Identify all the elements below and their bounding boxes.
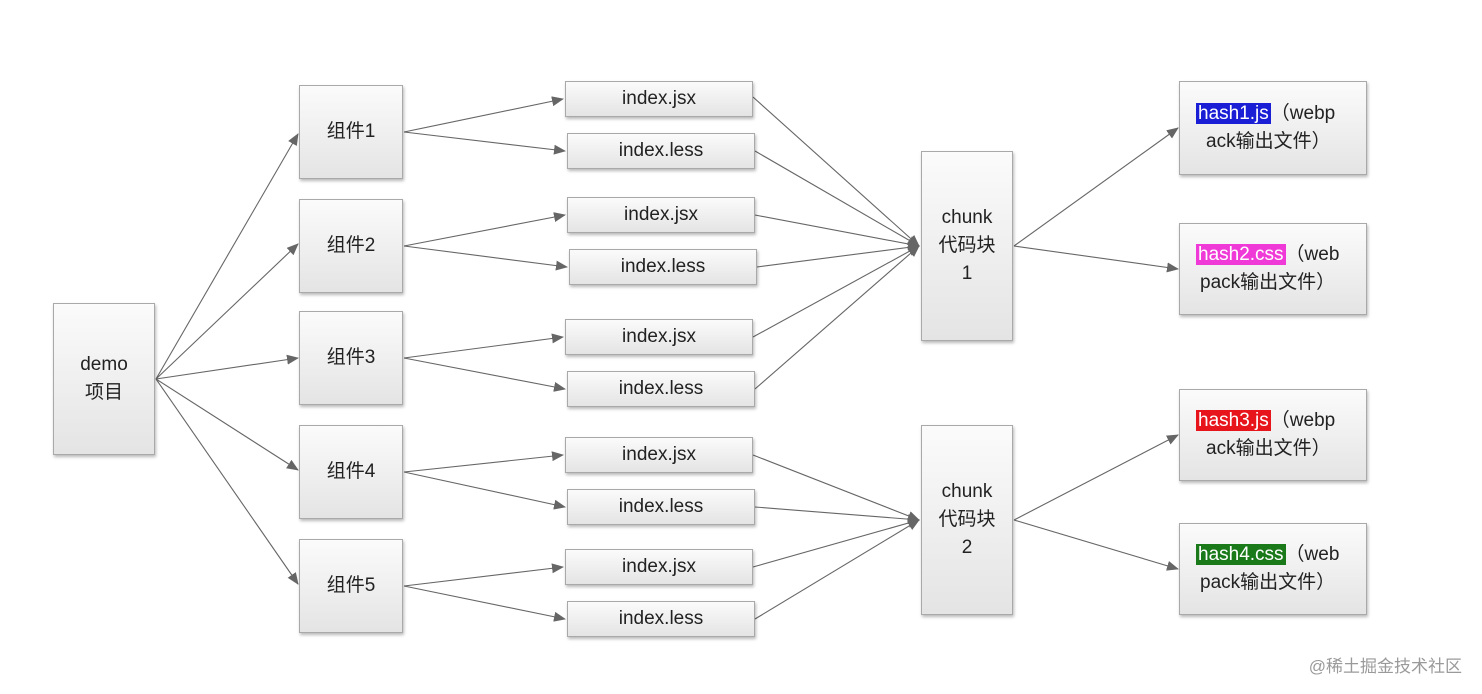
chunk-node-2: chunk 代码块 2 [921,425,1013,615]
arrow-chunk-1-to-hash1-js [1013,127,1179,247]
arrow-root-to-component-5 [155,378,299,585]
arrow-component-to-less [403,471,566,510]
output-desc-line2: ack输出文件） [1206,438,1331,459]
file-label: index.jsx [624,204,698,225]
component-label: 组件4 [326,461,376,482]
file-label: index.less [618,496,704,517]
arrow-file-to-chunk-1 [756,242,920,268]
output-desc-line1: （web [1285,244,1340,265]
chunk-label-line3: 2 [961,537,973,558]
file-label: index.jsx [622,88,696,109]
arrow-file-to-chunk-1 [754,214,920,249]
output-file-name: hash2.css [1196,244,1286,265]
file-node-less: index.less [569,249,757,285]
output-file-name: hash1.js [1196,103,1271,124]
component-label: 组件2 [326,235,376,256]
arrow-component-to-jsx [403,333,564,359]
file-label: index.jsx [622,326,696,347]
output-node-hash2-css: hash2.css（web pack输出文件） [1179,223,1367,315]
arrow-root-to-component-1 [155,133,299,380]
arrow-chunk-2-to-hash4-css [1013,519,1179,571]
file-node-jsx: index.jsx [567,197,755,233]
chunk-label-line2: 代码块 [938,509,996,530]
arrow-component-to-less [403,357,566,392]
output-file-name: hash3.js [1196,410,1271,431]
file-label: index.less [618,608,704,629]
arrow-component-to-jsx [403,96,564,133]
arrow-file-to-chunk-1 [752,245,920,338]
arrow-component-to-less [403,245,568,271]
file-label: index.less [620,256,706,277]
file-node-jsx: index.jsx [565,81,753,117]
output-desc-line2: ack输出文件） [1206,131,1331,152]
watermark-text: @稀土掘金技术社区 [1308,657,1462,676]
arrow-component-to-jsx [403,212,566,247]
component-label: 组件5 [326,575,376,596]
arrow-file-to-chunk-2 [752,454,920,521]
file-node-less: index.less [567,601,755,637]
arrow-root-to-component-2 [155,243,299,380]
file-node-jsx: index.jsx [565,319,753,355]
arrow-component-to-less [403,131,566,155]
file-node-jsx: index.jsx [565,437,753,473]
file-label: index.less [618,140,704,161]
arrow-root-to-component-4 [155,378,299,471]
component-node-1: 组件1 [299,85,403,179]
arrow-file-to-chunk-1 [754,150,920,247]
arrow-component-to-jsx [403,563,564,587]
arrow-file-to-chunk-1 [754,245,920,390]
file-node-less: index.less [567,133,755,169]
file-label: index.jsx [622,444,696,465]
component-node-2: 组件2 [299,199,403,293]
file-label: index.less [618,378,704,399]
output-desc-line1: （webp [1270,410,1336,431]
output-desc-line1: （webp [1270,103,1336,124]
file-node-less: index.less [567,371,755,407]
arrow-chunk-2-to-hash3-js [1013,434,1179,521]
output-desc-line2: pack输出文件） [1200,272,1336,293]
root-node-demo-project: demo 项目 [53,303,155,455]
arrow-file-to-chunk-1 [752,96,920,247]
component-node-4: 组件4 [299,425,403,519]
chunk-label-line1: chunk [941,481,993,502]
file-node-jsx: index.jsx [565,549,753,585]
chunk-label-line1: chunk [941,207,993,228]
chunk-node-1: chunk 代码块 1 [921,151,1013,341]
component-node-5: 组件5 [299,539,403,633]
chunk-label-line2: 代码块 [938,235,996,256]
output-file-name: hash4.css [1196,544,1286,565]
output-desc-line2: pack输出文件） [1200,572,1336,593]
component-label: 组件1 [326,121,376,142]
arrow-component-to-jsx [403,451,564,473]
component-label: 组件3 [326,347,376,368]
root-label-line1: demo [80,354,128,375]
chunk-label-line3: 1 [961,263,973,284]
file-label: index.jsx [622,556,696,577]
arrow-file-to-chunk-2 [754,506,920,525]
component-node-3: 组件3 [299,311,403,405]
arrow-chunk-1-to-hash2-css [1013,245,1179,273]
file-node-less: index.less [567,489,755,525]
arrow-component-to-less [403,585,566,622]
output-desc-line1: （web [1285,544,1340,565]
output-node-hash3-js: hash3.js（webp ack输出文件） [1179,389,1367,481]
output-node-hash1-js: hash1.js（webp ack输出文件） [1179,81,1367,175]
output-node-hash4-css: hash4.css（web pack输出文件） [1179,523,1367,615]
arrow-file-to-chunk-2 [754,519,920,620]
arrow-root-to-component-3 [155,354,299,380]
root-label-line2: 项目 [84,382,123,403]
arrow-file-to-chunk-2 [752,518,920,568]
